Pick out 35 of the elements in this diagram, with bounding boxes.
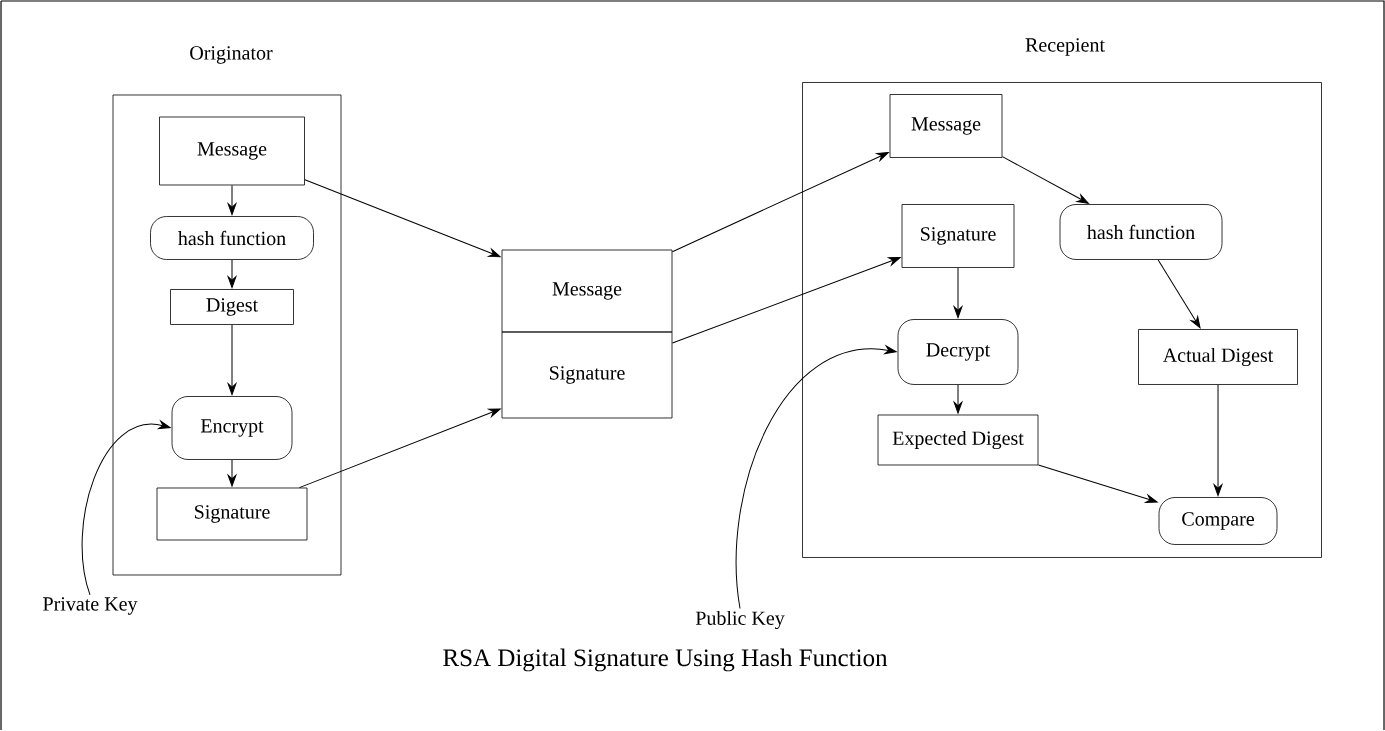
arrow bbox=[1001, 156, 1089, 204]
process-box: Actual Digest bbox=[1138, 329, 1298, 385]
rounded-box: hash function bbox=[1059, 204, 1223, 260]
process-box: Signature bbox=[156, 487, 308, 541]
process-box: Signature bbox=[901, 204, 1015, 268]
arrow bbox=[671, 257, 901, 344]
rounded-box: Compare bbox=[1158, 497, 1278, 545]
arrow bbox=[1213, 384, 1223, 497]
arrow bbox=[227, 184, 237, 216]
arrow bbox=[298, 408, 501, 489]
arrow bbox=[81, 420, 171, 596]
arrow bbox=[227, 324, 237, 396]
arrow bbox=[304, 179, 501, 258]
process-box: Message bbox=[889, 94, 1003, 158]
diagram-title: RSA Digital Signature Using Hash Function bbox=[443, 648, 888, 672]
rounded-box: Decrypt bbox=[897, 319, 1019, 385]
process-box: Digest bbox=[170, 289, 294, 325]
process-box: Message bbox=[159, 116, 305, 186]
arrow bbox=[953, 267, 963, 319]
process-box: Signature bbox=[501, 331, 673, 419]
process-box: Expected Digest bbox=[877, 414, 1039, 466]
rounded-box: Encrypt bbox=[171, 396, 293, 460]
arrow bbox=[735, 345, 897, 609]
process-box: Message bbox=[501, 249, 673, 333]
group-heading: Recepient bbox=[1025, 38, 1105, 56]
arrow bbox=[671, 152, 889, 253]
rounded-box: hash function bbox=[150, 216, 314, 260]
arrow bbox=[227, 259, 237, 289]
arrow bbox=[227, 459, 237, 487]
arrow bbox=[1157, 259, 1201, 329]
group-heading: Originator bbox=[190, 46, 273, 64]
arrow bbox=[1037, 464, 1158, 504]
key-label: Private Key bbox=[43, 597, 138, 615]
key-label: Public Key bbox=[695, 610, 785, 630]
arrow bbox=[953, 384, 963, 414]
